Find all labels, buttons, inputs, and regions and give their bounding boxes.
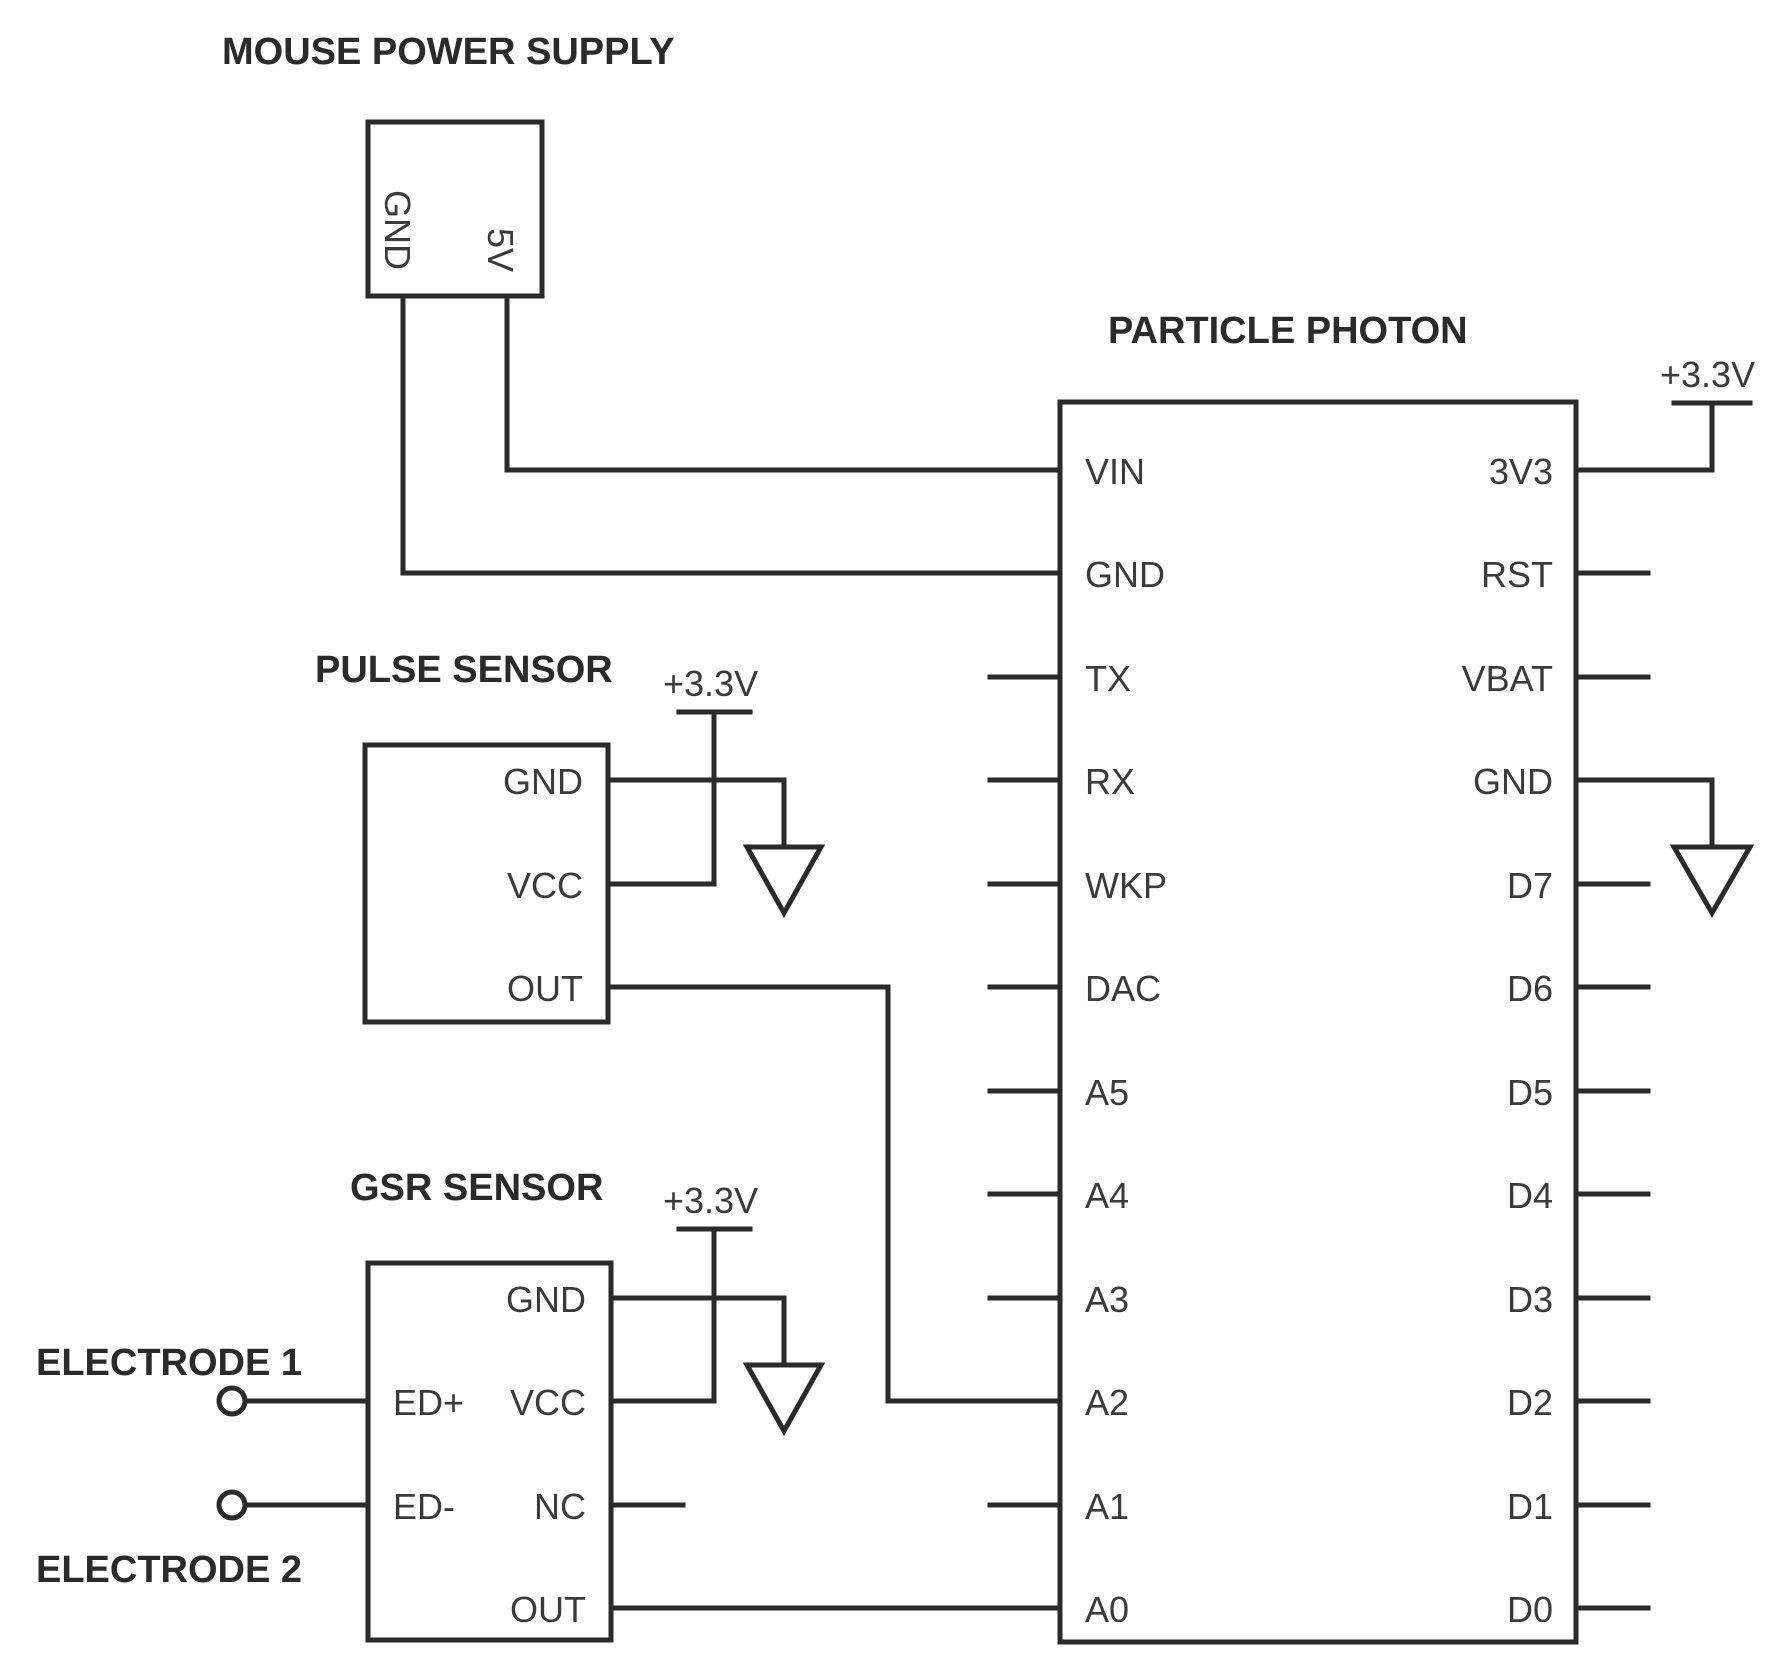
photon-pin-gnd-left: GND bbox=[1085, 554, 1165, 595]
electrode-2-terminal bbox=[216, 1489, 248, 1521]
wire-3v3-rail bbox=[1573, 400, 1715, 473]
photon-left-pin-labels: VIN GND TX RX WKP DAC A5 A4 A3 A2 A1 A0 bbox=[1085, 451, 1167, 1630]
gsr-sensor-title: GSR SENSOR bbox=[350, 1167, 603, 1209]
photon-pin-d5: D5 bbox=[1507, 1072, 1553, 1113]
photon-pin-d7: D7 bbox=[1507, 865, 1553, 906]
pulse-pin-out: OUT bbox=[507, 968, 583, 1009]
gsr-pin-vcc: VCC bbox=[510, 1382, 586, 1423]
photon-pin-dac: DAC bbox=[1085, 968, 1161, 1009]
photon-pin-a1: A1 bbox=[1085, 1486, 1129, 1527]
wire-gsr-vcc bbox=[608, 1226, 717, 1404]
photon-pin-d3: D3 bbox=[1507, 1279, 1553, 1320]
pulse-supply-label: +3.3V bbox=[663, 663, 758, 704]
wire-photon-gnd bbox=[1573, 777, 1715, 850]
gsr-sensor: GSR SENSOR GND VCC NC OUT ED+ ED- +3.3V bbox=[350, 1167, 1063, 1643]
photon-right-pin-labels: 3V3 RST VBAT GND D7 D6 D5 D4 D3 D2 D1 D0 bbox=[1462, 451, 1553, 1630]
photon-pin-rst: RST bbox=[1481, 554, 1553, 595]
photon-pin-a3: A3 bbox=[1085, 1279, 1129, 1320]
photon-pin-vbat: VBAT bbox=[1462, 658, 1553, 699]
electrode-2-label: ELECTRODE 2 bbox=[36, 1549, 302, 1591]
ground-symbol-photon bbox=[1669, 844, 1755, 919]
photon-pin-d1: D1 bbox=[1507, 1486, 1553, 1527]
particle-photon: PARTICLE PHOTON VIN GND TX RX WKP DAC A5… bbox=[987, 310, 1755, 1645]
gsr-sensor-box bbox=[365, 1260, 614, 1643]
ground-symbol-gsr bbox=[742, 1362, 826, 1437]
photon-pin-d4: D4 bbox=[1507, 1175, 1553, 1216]
photon-pin-a4: A4 bbox=[1085, 1175, 1129, 1216]
photon-pin-d6: D6 bbox=[1507, 968, 1553, 1009]
gsr-pin-nc: NC bbox=[534, 1486, 586, 1527]
gsr-supply-label: +3.3V bbox=[663, 1180, 758, 1221]
photon-pin-a0: A0 bbox=[1085, 1589, 1129, 1630]
photon-pin-a5: A5 bbox=[1085, 1072, 1129, 1113]
pulse-pin-vcc: VCC bbox=[507, 865, 583, 906]
photon-supply-label: +3.3V bbox=[1660, 354, 1755, 395]
gsr-pin-gnd: GND bbox=[506, 1279, 586, 1320]
mouse-power-supply-box bbox=[365, 119, 545, 299]
gsr-pin-ed-plus: ED+ bbox=[393, 1382, 464, 1423]
mouse-psu-pin-5v: 5V bbox=[480, 228, 521, 272]
particle-photon-box bbox=[1057, 399, 1579, 1645]
electrodes: ELECTRODE 1 ELECTRODE 2 bbox=[36, 1342, 371, 1591]
photon-pin-d0: D0 bbox=[1507, 1589, 1553, 1630]
wire-gnd-to-gnd bbox=[400, 293, 1063, 576]
pulse-sensor-title: PULSE SENSOR bbox=[315, 649, 613, 691]
photon-pin-vin: VIN bbox=[1085, 451, 1145, 492]
photon-pin-rx: RX bbox=[1085, 761, 1135, 802]
photon-pin-d2: D2 bbox=[1507, 1382, 1553, 1423]
ground-symbol-pulse bbox=[742, 844, 826, 919]
photon-pin-gnd-right: GND bbox=[1473, 761, 1553, 802]
photon-pin-3v3: 3V3 bbox=[1489, 451, 1553, 492]
wire-pulse-out-to-a2 bbox=[605, 984, 1063, 1404]
wire-5v-to-vin bbox=[504, 293, 1063, 473]
photon-pin-tx: TX bbox=[1085, 658, 1131, 699]
particle-photon-title: PARTICLE PHOTON bbox=[1108, 310, 1468, 352]
pulse-pin-gnd: GND bbox=[503, 761, 583, 802]
gsr-pin-ed-minus: ED- bbox=[393, 1486, 455, 1527]
photon-pin-wkp: WKP bbox=[1085, 865, 1167, 906]
pulse-sensor: PULSE SENSOR GND VCC OUT +3.3V bbox=[315, 649, 1063, 1404]
wire-pulse-gnd bbox=[605, 777, 787, 850]
electrode-1-label: ELECTRODE 1 bbox=[36, 1342, 302, 1384]
wire-pulse-vcc bbox=[605, 709, 717, 887]
mouse-psu-pin-gnd: GND bbox=[377, 190, 418, 270]
mouse-power-supply: MOUSE POWER SUPPLY GND 5V bbox=[222, 31, 675, 299]
photon-right-pin-stubs bbox=[1573, 570, 1651, 1611]
electrode-1-terminal bbox=[216, 1385, 248, 1417]
mouse-power-supply-title: MOUSE POWER SUPPLY bbox=[222, 31, 675, 73]
gsr-pin-out: OUT bbox=[510, 1589, 586, 1630]
wire-gsr-gnd bbox=[608, 1295, 787, 1368]
photon-left-pin-stubs bbox=[987, 674, 1063, 1508]
photon-pin-a2: A2 bbox=[1085, 1382, 1129, 1423]
